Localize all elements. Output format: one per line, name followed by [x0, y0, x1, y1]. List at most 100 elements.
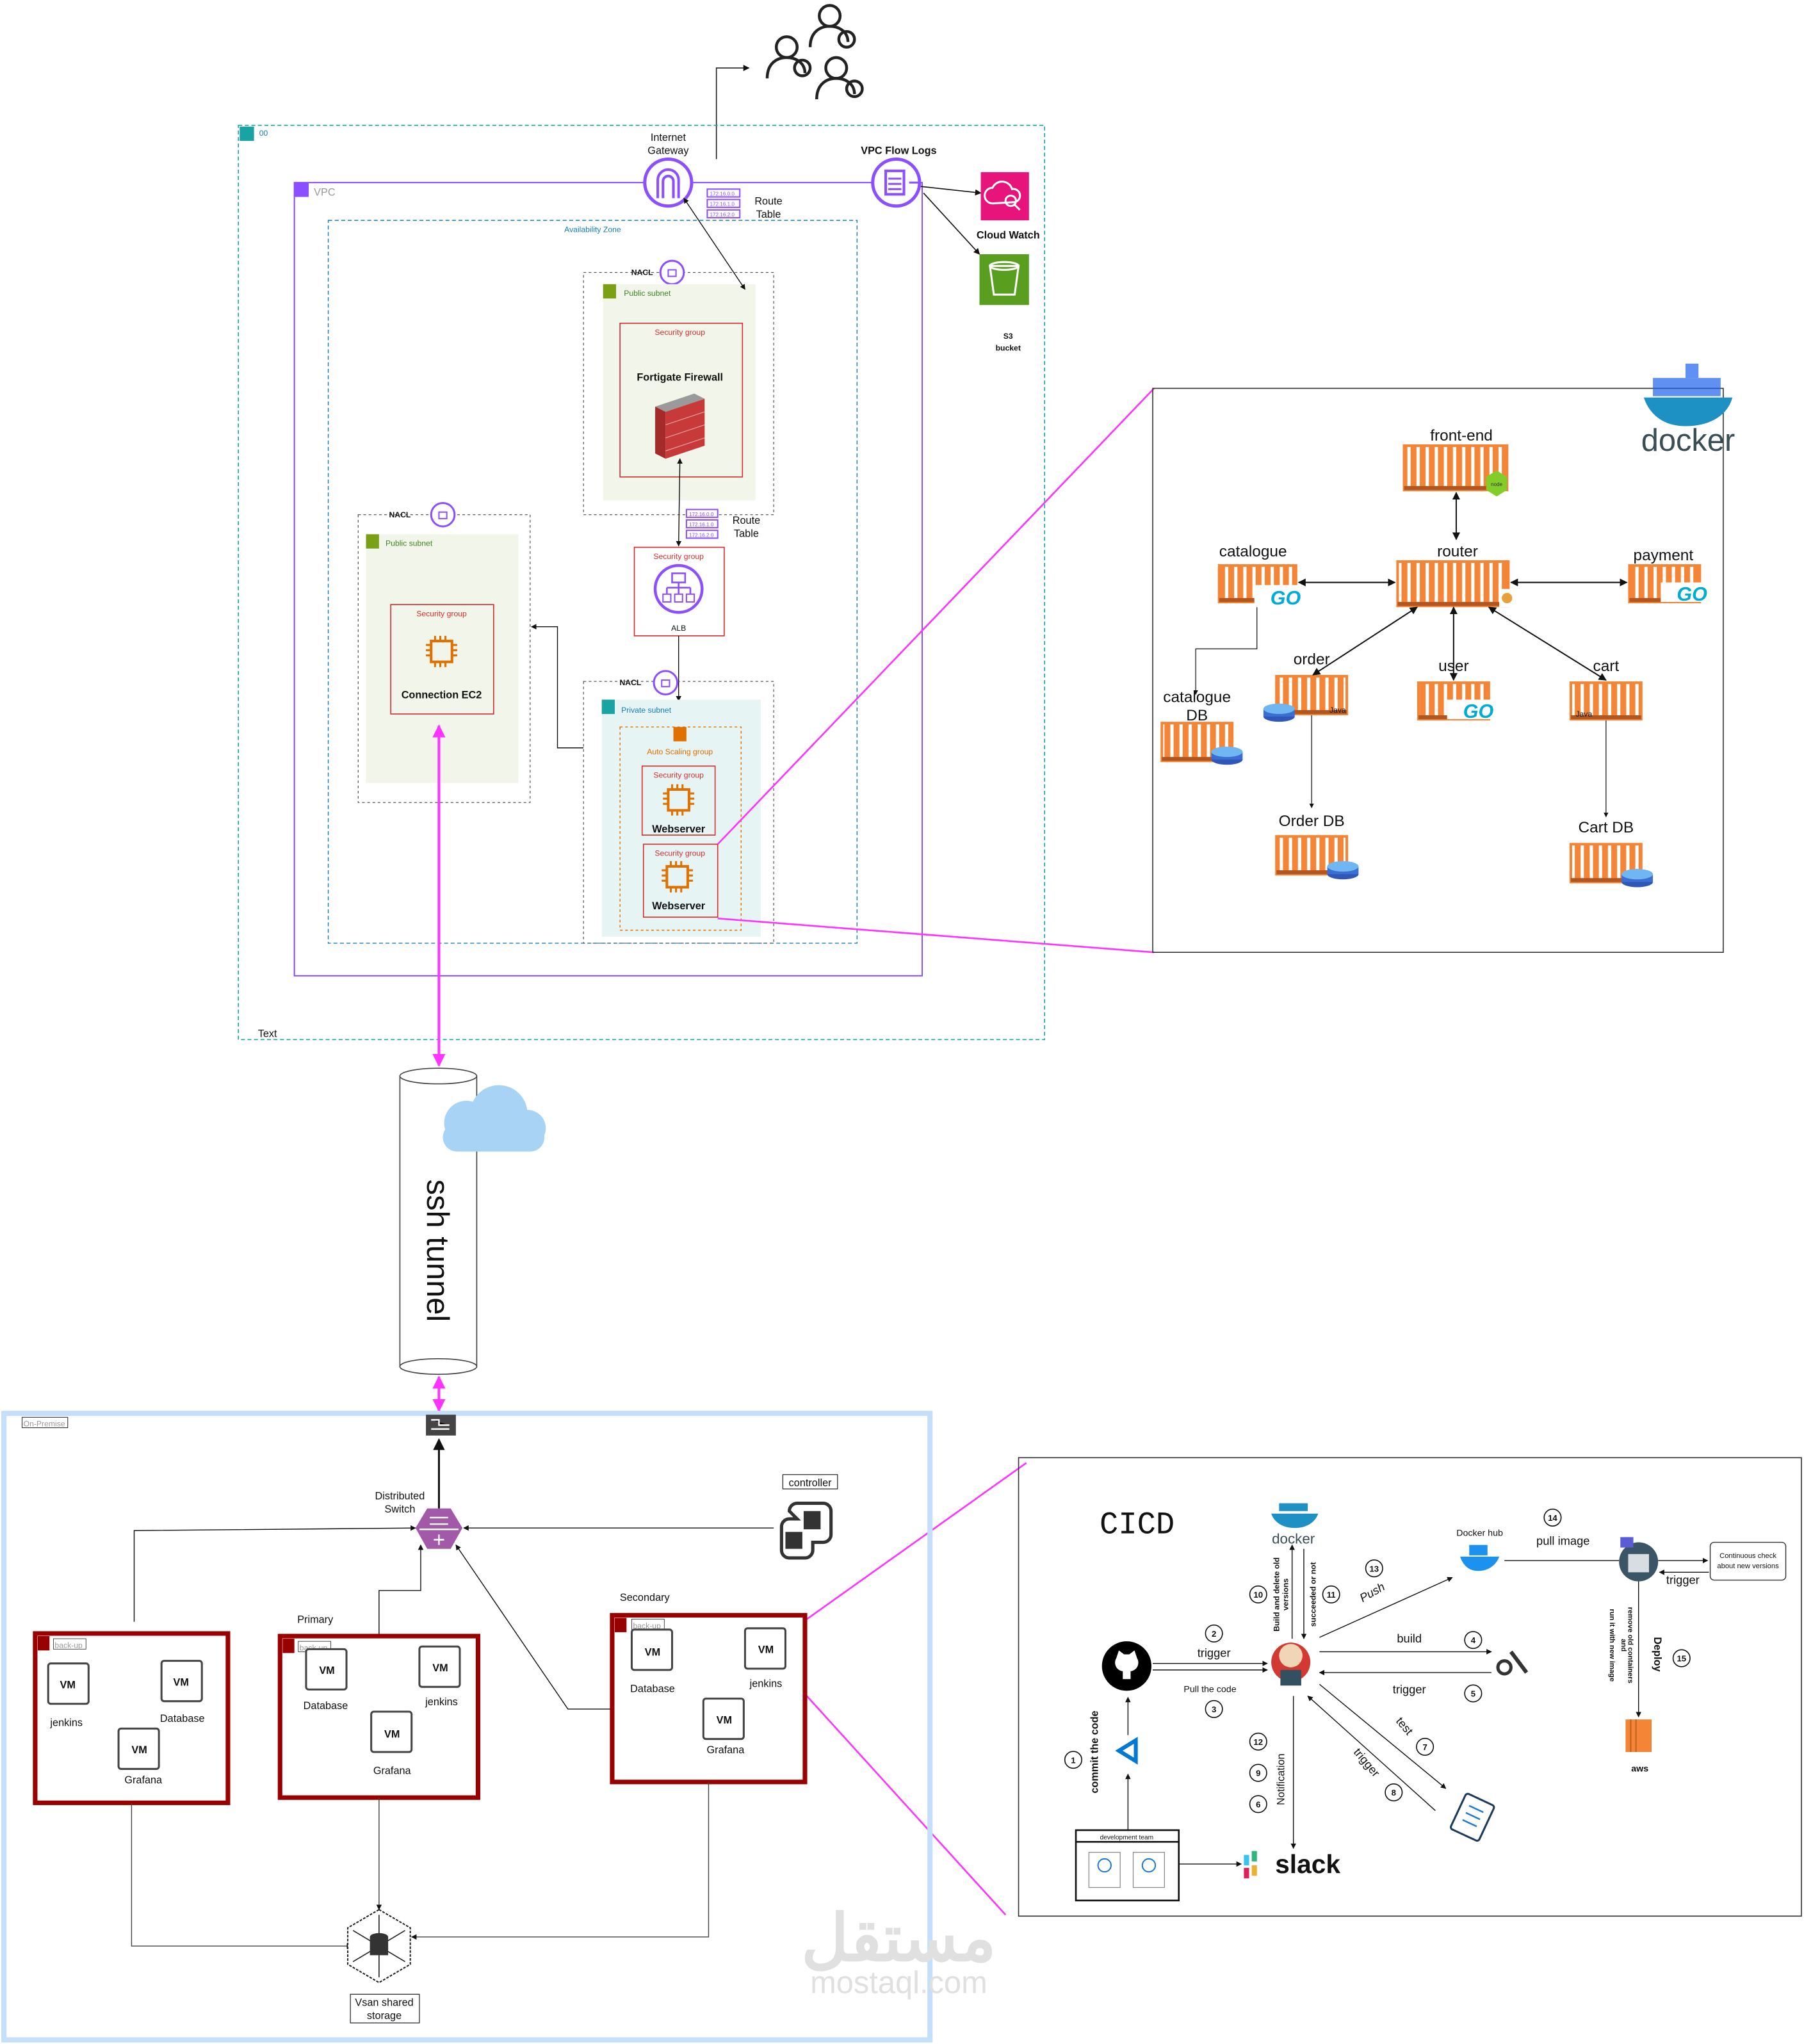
step-number-7: 7 — [1416, 1737, 1434, 1756]
trigger-label: trigger — [1198, 1646, 1231, 1660]
users-icon — [765, 4, 864, 100]
vm-name: Database — [160, 1713, 205, 1724]
nacl-icon — [430, 501, 456, 528]
vm-label: VM — [131, 1744, 147, 1756]
database-icon — [1211, 746, 1243, 765]
step-number-text: 13 — [1369, 1564, 1379, 1573]
security-group-webserver-2 — [642, 843, 719, 918]
router-label: router — [1437, 543, 1478, 560]
test-label: test — [1394, 1714, 1416, 1737]
s3-bucket-icon — [979, 254, 1029, 305]
availability-zone-label: Availability Zone — [564, 225, 621, 234]
step-number-text: 10 — [1253, 1590, 1263, 1600]
server-group-secondary: back-up VM Database VM jenkins VM Grafan… — [610, 1612, 808, 1785]
alb-label: ALB — [671, 624, 686, 633]
nacl-label: NACL — [619, 678, 641, 687]
security-group-label: Security group — [654, 328, 705, 337]
container-router-icon — [1396, 560, 1510, 608]
nacl-box-3 — [583, 681, 774, 944]
connection-ec2-label: Connection EC2 — [402, 690, 482, 701]
security-group-label: Security group — [653, 552, 704, 561]
go-badge-text: GO — [1463, 701, 1494, 722]
vpc-flow-logs-icon — [871, 157, 922, 208]
ssh-tunnel-label: ssh tunnel — [420, 1180, 455, 1322]
build-delete-label: Build and delete old — [1272, 1557, 1281, 1632]
step-number-text: 11 — [1327, 1590, 1336, 1600]
step-number-text: 12 — [1253, 1737, 1263, 1747]
docker-box — [1152, 387, 1724, 953]
cart-db-label: Cart DB — [1578, 819, 1634, 836]
docker-hub-label: Docker hub — [1456, 1528, 1503, 1538]
server-group-primary: back-up VM Database VM jenkins VM Grafan… — [277, 1634, 481, 1800]
storage-label: Vsan shared — [355, 1997, 413, 2009]
step-number-10: 10 — [1249, 1585, 1267, 1603]
go-badge-icon: GO — [1254, 585, 1304, 609]
vm-label: VM — [758, 1644, 774, 1655]
public-subnet-label: Public subnet — [624, 289, 671, 298]
go-badge-icon: GO — [1447, 699, 1497, 722]
succeeded-label: succeeded or not — [1308, 1562, 1317, 1626]
footer-text: Text — [258, 1028, 277, 1039]
database-icon — [1327, 861, 1359, 880]
catalogue-db-label: DB — [1186, 707, 1208, 724]
route-table-icon-1: 172.16.0.0 172.16.1.0 172.16.2.0 — [706, 188, 741, 219]
pull-image-label: pull image — [1536, 1534, 1589, 1548]
slack-icon — [1244, 1851, 1257, 1879]
security-group-label: Security group — [416, 609, 467, 618]
step-number-text: 7 — [1422, 1742, 1427, 1752]
go-badge-text: GO — [1271, 587, 1301, 609]
vm-name: Grafana — [373, 1765, 412, 1777]
igw-label-1: Internet — [651, 132, 687, 143]
lock-icon — [366, 534, 379, 549]
router-device-icon — [426, 1415, 456, 1436]
developer-avatar-icon — [1088, 1852, 1121, 1888]
watchtower-icon — [1619, 1537, 1659, 1582]
database-icon — [1621, 869, 1654, 888]
vpc-label: VPC — [314, 186, 336, 198]
step-number-11: 11 — [1322, 1585, 1340, 1603]
route-table-label: Table — [734, 528, 759, 539]
cicd-box — [1018, 1457, 1802, 1917]
catalogue-label: catalogue — [1219, 543, 1287, 560]
lock-icon — [601, 699, 615, 714]
node-badge-text: node — [1491, 482, 1503, 487]
continuous-check-label: Continuous check — [1719, 1552, 1776, 1560]
order-label: order — [1294, 651, 1330, 669]
notification-label: Notification — [1275, 1753, 1287, 1805]
step-number-8: 8 — [1385, 1783, 1403, 1802]
catalogue-db-label: catalogue — [1163, 689, 1231, 706]
vm-label: VM — [717, 1714, 732, 1726]
dev-team-label: development team — [1100, 1834, 1154, 1841]
auto-scaling-icon — [673, 727, 687, 742]
step-number-text: 14 — [1548, 1513, 1557, 1523]
private-subnet-label: Private subnet — [621, 706, 672, 715]
firewall-label: Fortigate Firewall — [637, 371, 723, 383]
nacl-label: NACL — [389, 510, 410, 519]
step-number-text: 5 — [1471, 1689, 1475, 1699]
trigger-label: trigger — [1351, 1746, 1383, 1780]
step-number-14: 14 — [1543, 1508, 1562, 1527]
docker-whale-icon — [1271, 1503, 1319, 1529]
webserver-label: Webserver — [652, 823, 706, 835]
vscode-icon — [1114, 1736, 1142, 1765]
on-premise-box — [1, 1411, 933, 2043]
jenkins-icon — [1271, 1642, 1311, 1686]
vpc-box — [293, 182, 923, 977]
payment-label: payment — [1634, 547, 1694, 564]
github-icon — [1101, 1641, 1151, 1691]
route-table-icon-2: 172.16.0.0 172.16.1.0 172.16.2.0 — [685, 508, 719, 539]
vm-name: jenkins — [425, 1696, 458, 1708]
watermark-latin: mostaql.com — [810, 1965, 987, 2000]
java-badge: Java — [1329, 706, 1346, 715]
docker-whale-icon — [1643, 363, 1733, 426]
cloudwatch-icon — [980, 172, 1029, 221]
vsan-storage-icon — [347, 1908, 411, 1984]
container-cart-db-icon — [1569, 843, 1643, 884]
vcenter-controller-icon — [779, 1501, 833, 1560]
deploy-label: Deploy — [1652, 1637, 1663, 1671]
go-badge-icon: GO — [1661, 582, 1711, 605]
auto-scaling-label: Auto Scaling group — [647, 747, 713, 756]
igw-label-2: Gateway — [647, 145, 689, 156]
cart-label: cart — [1593, 658, 1620, 675]
